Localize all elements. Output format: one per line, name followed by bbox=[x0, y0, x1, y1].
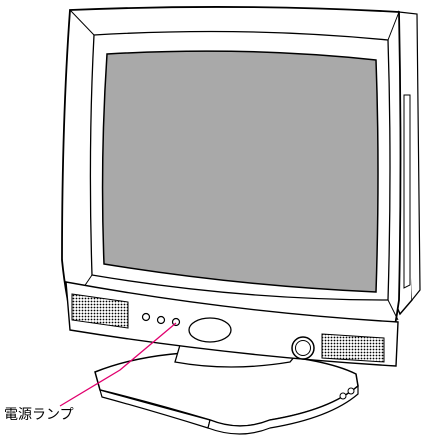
control-button-1[interactable] bbox=[141, 312, 151, 322]
speaker-grille-left bbox=[71, 293, 129, 329]
oval-panel bbox=[188, 317, 232, 343]
speaker-grille-right bbox=[321, 333, 385, 363]
monitor-stand bbox=[94, 344, 359, 435]
stand-screw bbox=[347, 387, 355, 395]
callout-leader-line bbox=[59, 322, 177, 407]
power-lamp-label: 電源ランプ bbox=[4, 407, 74, 423]
power-button-inner bbox=[295, 340, 311, 356]
screen bbox=[101, 50, 379, 293]
stand-screw bbox=[339, 392, 347, 400]
control-button-2[interactable] bbox=[156, 315, 166, 325]
control-panel bbox=[65, 281, 399, 367]
